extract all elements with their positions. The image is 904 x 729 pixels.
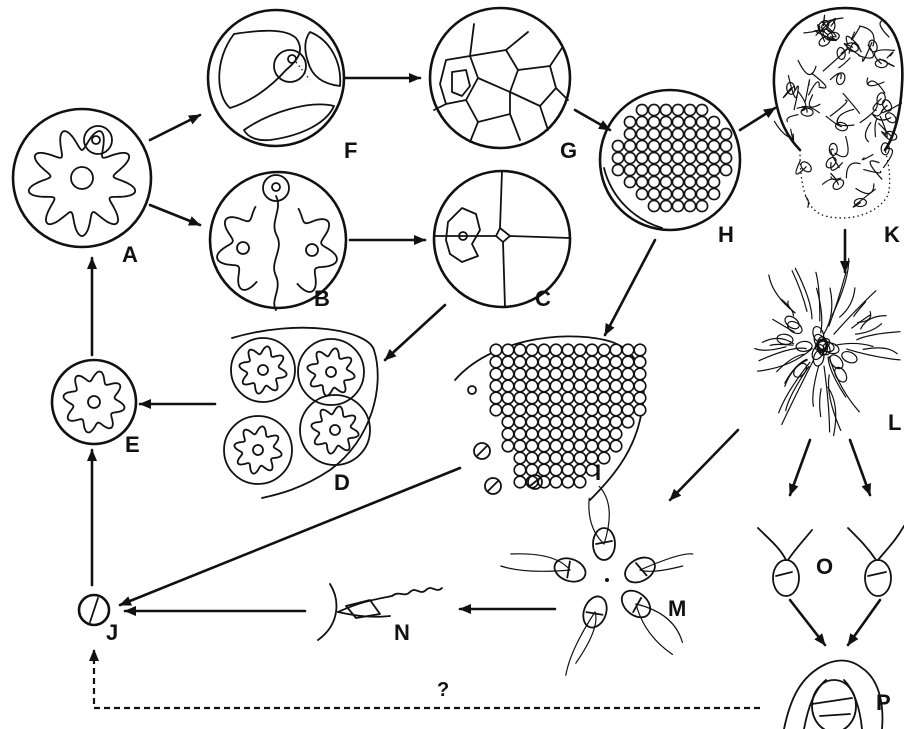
arrow-l-m xyxy=(670,430,738,500)
label-p: P xyxy=(876,690,891,715)
stage-p-pair xyxy=(784,661,882,729)
arrow-o-p-left xyxy=(790,600,825,645)
label-d: D xyxy=(334,470,350,495)
stage-f-cell xyxy=(208,10,344,146)
arrow-g-h xyxy=(575,110,610,130)
label-l: L xyxy=(888,410,901,435)
label-a: A xyxy=(122,242,138,267)
label-k: K xyxy=(884,222,900,247)
label-o: O xyxy=(816,554,833,579)
arrow-c-d xyxy=(385,305,445,360)
label-f: F xyxy=(344,138,357,163)
label-n: N xyxy=(394,620,410,645)
label-c: C xyxy=(535,286,551,311)
stage-e-cell xyxy=(52,360,136,444)
dashed-arrow-p-j xyxy=(94,650,760,708)
label-i: I xyxy=(595,460,601,485)
label-b: B xyxy=(314,286,330,311)
arrow-l-o-right xyxy=(850,440,870,495)
stage-i-cluster xyxy=(455,336,646,500)
stage-k-mass xyxy=(774,8,902,218)
arrow-a-b xyxy=(150,205,200,225)
arrow-h-k xyxy=(740,108,775,130)
arrow-l-o-left xyxy=(790,440,810,495)
label-m: M xyxy=(668,596,686,621)
label-g: G xyxy=(560,138,577,163)
label-j: J xyxy=(106,620,118,645)
arrow-o-p-right xyxy=(848,600,880,645)
label-e: E xyxy=(125,432,140,457)
stage-m-flagellates xyxy=(501,486,693,675)
stage-h-cell xyxy=(600,90,740,230)
stage-g-cell xyxy=(430,8,570,148)
stage-l-swarm xyxy=(755,259,900,436)
stage-d-cells xyxy=(224,328,378,498)
arrow-h-i xyxy=(605,240,655,335)
stage-n-flagellate xyxy=(318,584,442,640)
stage-a-cell xyxy=(13,109,151,247)
label-h: H xyxy=(718,222,734,247)
arrow-a-f xyxy=(150,115,200,140)
uncertain-link-label: ? xyxy=(437,679,449,701)
stage-j-cell xyxy=(79,595,109,625)
arrow-i-j xyxy=(120,468,460,605)
